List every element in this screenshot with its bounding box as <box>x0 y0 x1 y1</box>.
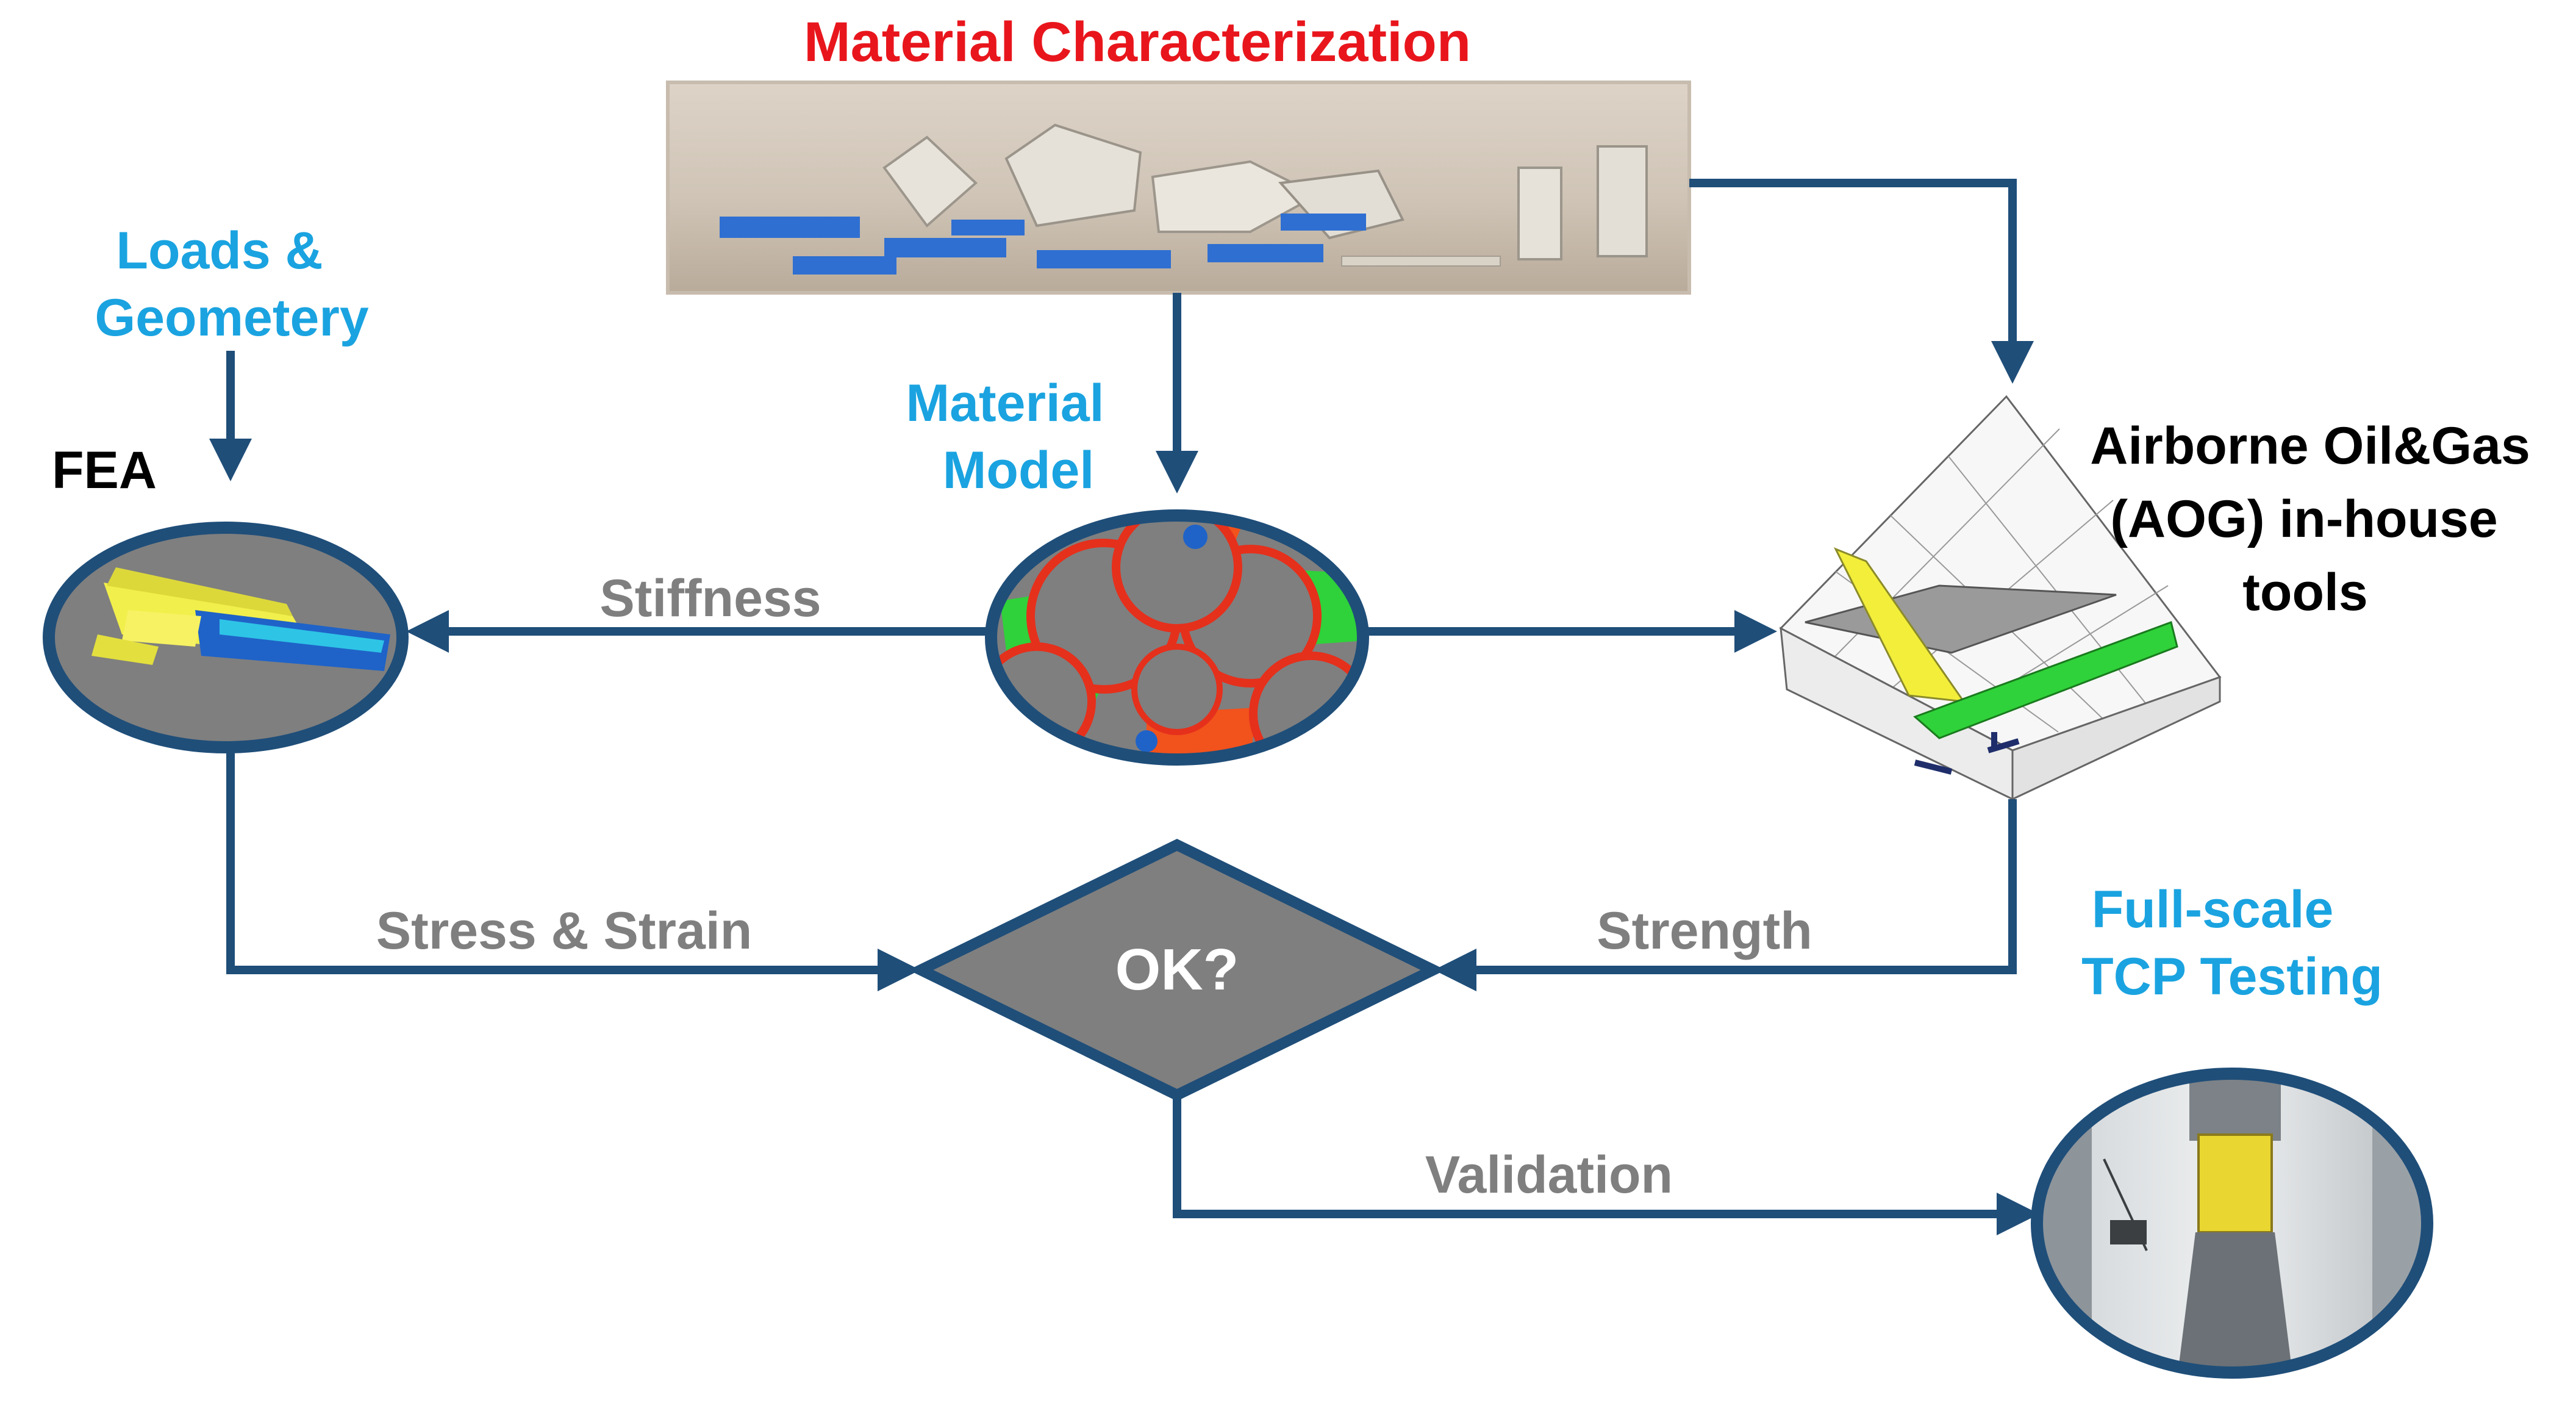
arrow-photo-to-aog <box>1689 179 2034 384</box>
aog-line-1: Airborne Oil&Gas <box>2090 417 2530 475</box>
strength-label: Strength <box>1597 902 1812 960</box>
material-model-label: Material Model <box>906 374 1119 500</box>
fea-node <box>43 522 409 753</box>
fea-label: FEA <box>52 441 157 500</box>
testing-line-2: TCP Testing <box>2081 947 2383 1006</box>
material-model-line-1: Material <box>906 374 1104 433</box>
material-model-line-2: Model <box>943 441 1094 500</box>
arrow-strength <box>1434 799 2017 991</box>
stress-strain-label: Stress & Strain <box>376 902 753 960</box>
material-model-node <box>985 509 1369 766</box>
validation-label: Validation <box>1425 1146 1673 1204</box>
aog-tools-label: Airborne Oil&Gas (AOG) in-house tools <box>2090 417 2545 622</box>
aog-surface-plot <box>1779 395 2222 801</box>
material-samples-photo <box>666 81 1691 295</box>
decision-label: OK? <box>1115 937 1239 1002</box>
loads-geometry-label: Loads & Geometery <box>95 221 368 347</box>
arrow-stress-strain <box>226 747 920 991</box>
aog-line-2: (AOG) in-house <box>2110 490 2497 548</box>
decision-node: OK? <box>908 838 1446 1102</box>
testing-label: Full-scale TCP Testing <box>2081 880 2383 1006</box>
title-material-characterization: Material Characterization <box>804 11 1471 73</box>
aog-line-3: tools <box>2242 563 2367 622</box>
loads-line-2: Geometery <box>95 289 368 347</box>
arrow-validation <box>1173 1095 2039 1235</box>
testing-line-1: Full-scale <box>2092 880 2334 939</box>
testing-photo-node <box>2031 1068 2433 1379</box>
loads-line-1: Loads & <box>116 221 323 280</box>
stiffness-label: Stiffness <box>599 569 821 628</box>
